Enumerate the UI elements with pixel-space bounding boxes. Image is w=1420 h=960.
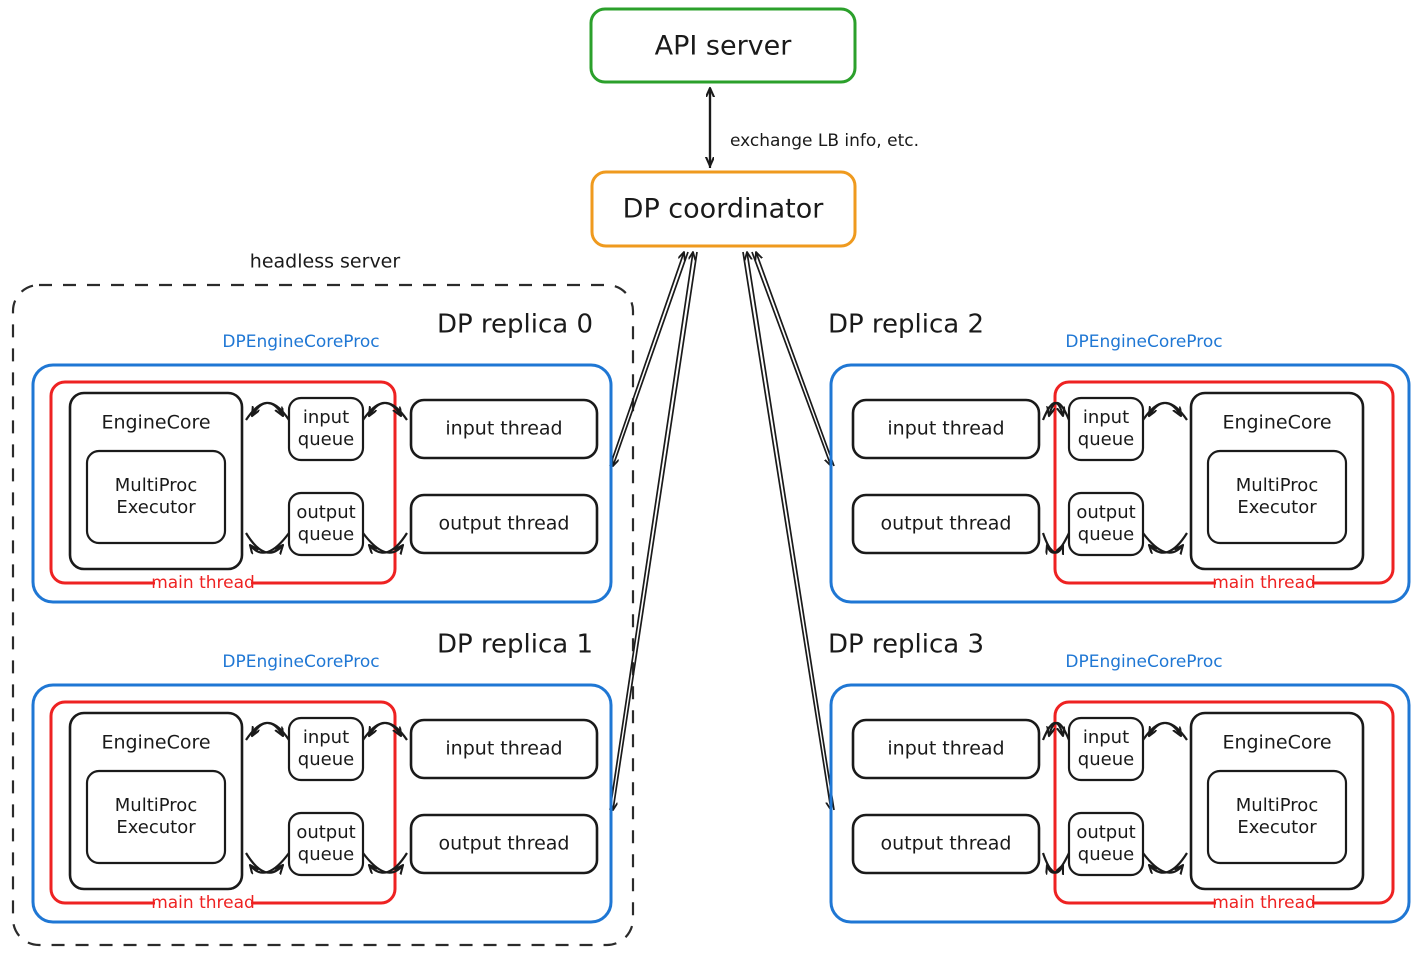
replica-3-output-queue-core-connector — [1142, 852, 1188, 873]
dp-coordinator-label: DP coordinator — [623, 194, 825, 225]
replica-2-multiproc-executor-box[interactable] — [1206, 449, 1348, 545]
replica-1-main-thread-label: main thread — [151, 893, 255, 913]
replica-3-input-queue-box[interactable] — [1067, 716, 1145, 782]
replica-1-title: DP replica 1 — [437, 630, 593, 660]
replica-1-input-queue-core-connector — [245, 721, 290, 741]
replica-2-output-thread-box[interactable] — [851, 493, 1041, 555]
replica-0-input-thread-label: input thread — [445, 418, 562, 440]
replica-2-proc-label: DPEngineCoreProc — [1065, 332, 1222, 352]
replica-2-main-thread-label-bg — [1216, 574, 1312, 592]
replica-0-input-queue-core-connector — [245, 401, 290, 421]
replica-0-multiproc-executor-box[interactable] — [85, 449, 227, 545]
replica-1-proc-box — [31, 683, 613, 924]
replica-3-input-queue-core-connector — [1142, 721, 1188, 741]
replica-0-main-thread-label-bg — [155, 574, 251, 592]
replica-2-input-queue-core-connector — [1142, 401, 1188, 421]
dp-coordinator-node[interactable]: DP coordinator — [590, 170, 857, 248]
replica-1-output-thread-box[interactable] — [409, 813, 599, 875]
replica-0-title: DP replica 0 — [437, 310, 593, 340]
replica-1-proc-label: DPEngineCoreProc — [222, 652, 379, 672]
replica-0-proc-box — [31, 363, 613, 604]
replica-0-output-queue-thread-connector — [362, 532, 408, 553]
replica-1-output-queue-core-connector — [245, 852, 290, 873]
replica-1-input-queue-thread-connector — [362, 721, 408, 741]
replica-2-input-thread-box[interactable] — [851, 398, 1041, 460]
replica-1-main-thread-label-bg — [155, 894, 251, 912]
replica-2-output-queue-thread-connector — [1041, 532, 1070, 553]
replica-3-input-thread-box[interactable] — [851, 718, 1041, 780]
replica-0-output-queue-core-connector — [245, 532, 290, 553]
replica-1-output-thread-label: output thread — [439, 833, 570, 855]
replica-3-output-queue-box[interactable] — [1067, 811, 1145, 877]
replica-0-output-thread-box[interactable] — [409, 493, 599, 555]
replica-3[interactable]: DP replica 3 DPEngineCoreProc main thread E… — [828, 630, 1411, 924]
dp-coordinator-box — [590, 170, 857, 248]
replica-1-output-queue-thread-connector — [362, 852, 408, 873]
replica-3-output-thread-box[interactable] — [851, 813, 1041, 875]
replica-2-input-queue-thread-connector — [1041, 401, 1071, 421]
replica-3-output-thread-label: output thread — [881, 833, 1012, 855]
replica-3-output-queue-thread-connector — [1041, 852, 1070, 873]
headless-server-label: headless server — [250, 251, 401, 273]
replica-3-input-queue-thread-connector — [1041, 721, 1071, 741]
coordinator-api-edge-label: exchange LB info, etc. — [730, 131, 919, 151]
replica-2-main-thread-label: main thread — [1212, 573, 1316, 593]
replica-2-input-thread-label: input thread — [887, 418, 1004, 440]
replica-0-engine-core-label: EngineCore — [101, 412, 210, 434]
replica-0-main-thread-label: main thread — [151, 573, 255, 593]
replica-1-input-queue-box[interactable] — [287, 716, 365, 782]
replica-1-multiproc-executor-box[interactable] — [85, 769, 227, 865]
replica-1-output-queue-box[interactable] — [287, 811, 365, 877]
replica-0-input-queue-box[interactable] — [287, 396, 365, 462]
replica-2-output-thread-label: output thread — [881, 513, 1012, 535]
replica-3-main-thread-label: main thread — [1212, 893, 1316, 913]
replica-2-input-queue-box[interactable] — [1067, 396, 1145, 462]
replica-3-proc-box — [829, 683, 1411, 924]
replica-3-proc-label: DPEngineCoreProc — [1065, 652, 1222, 672]
coordinator-replica-connectors — [609, 252, 835, 810]
replica-2-output-queue-core-connector — [1142, 532, 1188, 553]
replica-0[interactable]: DP replica 0 DPEngineCoreProc main thread E… — [31, 310, 613, 604]
api-server-box — [589, 7, 857, 84]
api-server-node[interactable]: API server — [589, 7, 857, 84]
replica-1-input-thread-box[interactable] — [409, 718, 599, 780]
replica-2-proc-box — [829, 363, 1411, 604]
replica-3-main-thread-label-bg — [1216, 894, 1312, 912]
replica-2[interactable]: DP replica 2 DPEngineCoreProc main thread E… — [828, 310, 1411, 604]
replica-0-output-queue-box[interactable] — [287, 491, 365, 557]
api-server-label: API server — [655, 31, 793, 62]
replica-0-input-thread-box[interactable] — [409, 398, 599, 460]
replica-0-proc-label: DPEngineCoreProc — [222, 332, 379, 352]
replica-0-input-queue-thread-connector — [362, 401, 408, 421]
replica-3-multiproc-executor-box[interactable] — [1206, 769, 1348, 865]
headless-server-boundary — [11, 283, 635, 947]
replica-1-input-thread-label: input thread — [445, 738, 562, 760]
replica-0-output-thread-label: output thread — [439, 513, 570, 535]
replica-2-engine-core-label: EngineCore — [1222, 412, 1331, 434]
replica-3-title: DP replica 3 — [828, 630, 984, 660]
replica-2-title: DP replica 2 — [828, 310, 984, 340]
replica-2-output-queue-box[interactable] — [1067, 491, 1145, 557]
replica-3-input-thread-label: input thread — [887, 738, 1004, 760]
replica-1-engine-core-label: EngineCore — [101, 732, 210, 754]
replica-3-engine-core-label: EngineCore — [1222, 732, 1331, 754]
replica-1[interactable]: DP replica 1 DPEngineCoreProc main thread E… — [31, 630, 613, 924]
